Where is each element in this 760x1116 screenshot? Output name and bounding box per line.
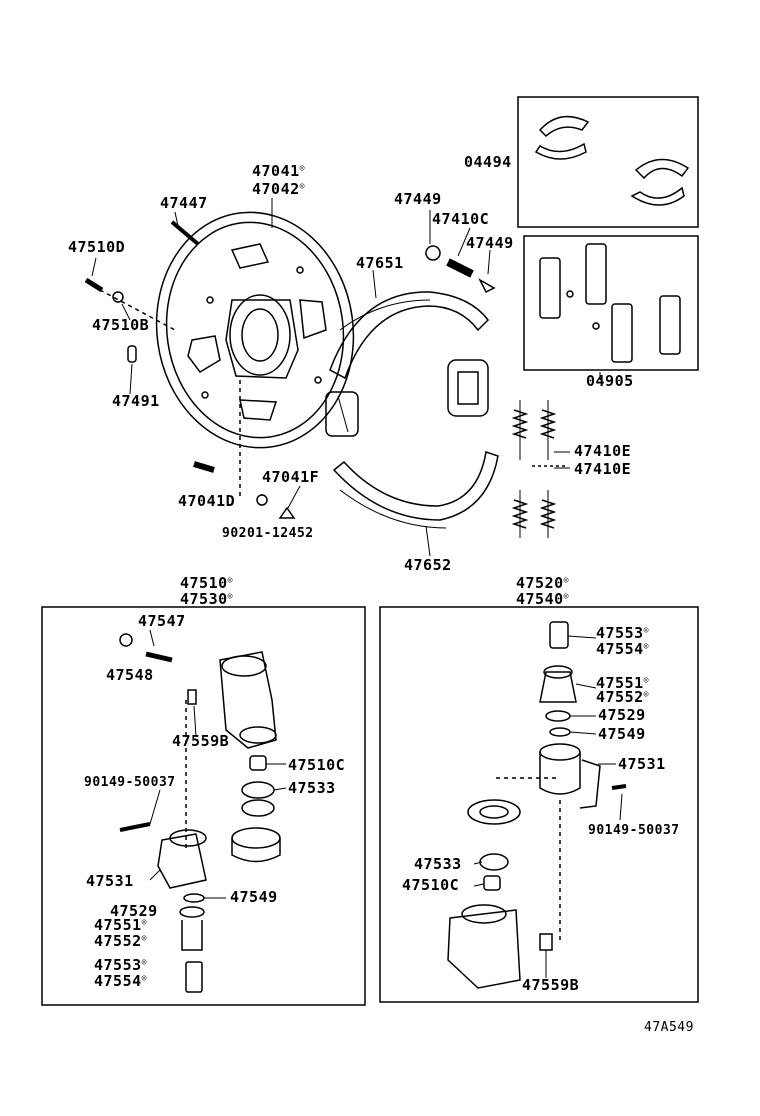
label-47510B: 47510B — [92, 316, 150, 334]
label-47533-right: 47533 — [414, 855, 462, 873]
label-47531-right: 47531 — [618, 755, 666, 773]
label-47041D: 47041D — [178, 492, 236, 510]
label-47042: 47042◎ — [252, 180, 305, 198]
label-47559B-left: 47559B — [172, 732, 230, 750]
label-47553-right: 47553◎ — [596, 624, 649, 642]
label-47552-left: 47552◎ — [94, 932, 147, 950]
label-47510D: 47510D — [68, 238, 126, 256]
label-47552-right: 47552◎ — [596, 688, 649, 706]
label-47520: 47520◎ — [516, 574, 569, 592]
plate-hardware — [84, 220, 296, 519]
kit-box-04905 — [523, 235, 699, 371]
label-90149-50037-right: 90149-50037 — [588, 823, 680, 838]
label-47540: 47540◎ — [516, 590, 569, 608]
label-47533-left: 47533 — [288, 779, 336, 797]
label-04905: 04905 — [586, 372, 634, 390]
kit-shoe-pads — [534, 115, 690, 206]
left-cylinder-parts — [119, 633, 281, 993]
label-47529-left: 47529 — [110, 902, 158, 920]
label-47547: 47547 — [138, 612, 186, 630]
label-47554-right: 47554◎ — [596, 640, 649, 658]
label-47559B-right: 47559B — [522, 976, 580, 994]
label-90149-50037-left: 90149-50037 — [84, 775, 176, 790]
figure-code: 47A549 — [644, 1020, 694, 1035]
label-47529-right: 47529 — [598, 706, 646, 724]
label-47449-b: 47449 — [466, 234, 514, 252]
label-47652: 47652 — [404, 556, 452, 574]
label-47449-a: 47449 — [394, 190, 442, 208]
label-47551-left: 47551◎ — [94, 916, 147, 934]
right-cylinder-parts — [447, 621, 627, 989]
label-47549-right: 47549 — [598, 725, 646, 743]
left-cylinder-box — [41, 606, 366, 1006]
label-47447: 47447 — [160, 194, 208, 212]
brake-shoe-upper — [329, 291, 489, 380]
label-90201-12452: 90201-12452 — [222, 526, 314, 541]
label-47491: 47491 — [112, 392, 160, 410]
backing-plate — [155, 211, 355, 449]
right-cylinder-box — [379, 606, 699, 1003]
label-47510: 47510◎ — [180, 574, 233, 592]
label-47553-left: 47553◎ — [94, 956, 147, 974]
label-47551-right: 47551◎ — [596, 674, 649, 692]
hold-down-parts — [425, 245, 568, 538]
label-47410E-b: 47410E — [574, 460, 632, 478]
adjusters — [325, 359, 489, 437]
label-47651: 47651 — [356, 254, 404, 272]
label-47041F: 47041F — [262, 468, 320, 486]
label-47548: 47548 — [106, 666, 154, 684]
kit-box-04494 — [517, 96, 699, 228]
label-47531-left: 47531 — [86, 872, 134, 890]
label-47530: 47530◎ — [180, 590, 233, 608]
label-47510C-right: 47510C — [402, 876, 460, 894]
label-47410E-a: 47410E — [574, 442, 632, 460]
kit-cylinder-parts — [539, 243, 681, 363]
label-47410C: 47410C — [432, 210, 490, 228]
label-47549-left: 47549 — [230, 888, 278, 906]
label-47510C-left: 47510C — [288, 756, 346, 774]
label-47554-left: 47554◎ — [94, 972, 147, 990]
leader-lines — [91, 198, 623, 978]
label-47041: 47041◎ — [252, 162, 305, 180]
brake-shoe-lower — [332, 451, 499, 529]
label-04494: 04494 — [464, 153, 512, 171]
